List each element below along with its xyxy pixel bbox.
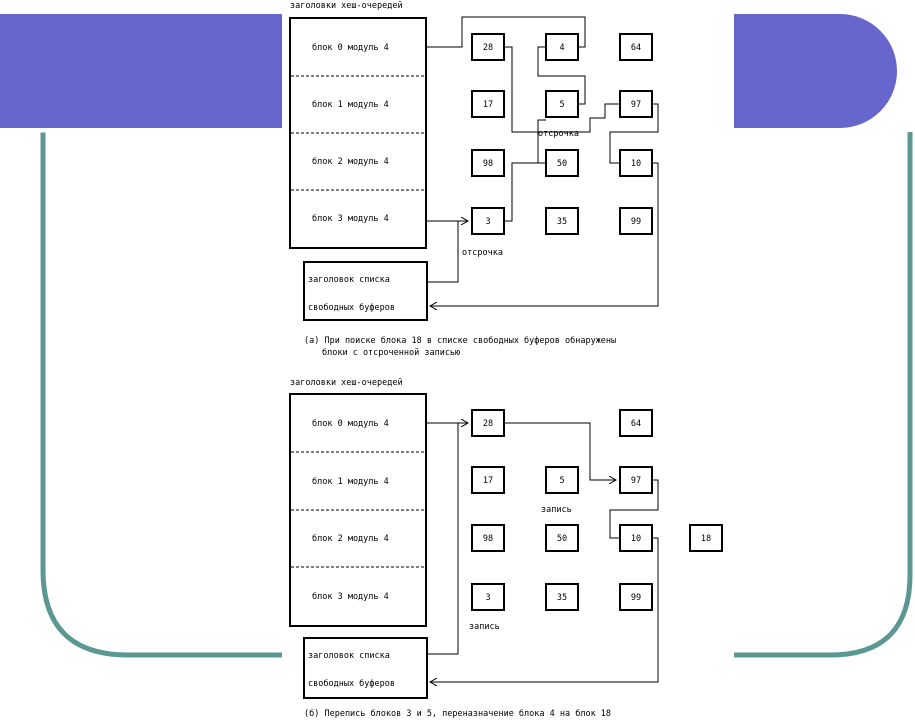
fig-b-block-64: 64 [619,409,653,437]
fig-b-block-98: 98 [471,524,505,552]
svg-text:17: 17 [483,476,493,486]
fig-a-block-17: 17 [471,90,505,118]
fig-b-block-5: 5 [545,466,579,494]
fig-a-free-list-line2: свободных буферов [308,302,395,313]
svg-text:99: 99 [631,593,641,603]
fig-a-block-50: 50 [545,149,579,177]
fig-b-block-3: 3 [471,583,505,611]
svg-text:98: 98 [483,159,493,169]
fig-b-block-97: 97 [619,466,653,494]
fig-a-queue-3: блок 3 модуль 4 [312,213,389,224]
fig-b-free-list-header [303,637,428,699]
fig-b-links [426,423,659,682]
svg-text:5: 5 [559,100,564,110]
svg-text:28: 28 [483,419,493,429]
fig-a-queue-2: блок 2 модуль 4 [312,156,389,167]
svg-text:28: 28 [483,43,493,53]
svg-text:10: 10 [631,534,641,544]
fig-a-dot: : [732,1,734,11]
svg-text:3: 3 [485,593,490,603]
svg-text:17: 17 [483,100,493,110]
fig-b-block-18: 18 [689,524,723,552]
fig-b-block-17: 17 [471,466,505,494]
fig-a-block-28: 28 [471,33,505,61]
fig-a-block-98: 98 [471,149,505,177]
svg-text:97: 97 [631,476,641,486]
svg-text:64: 64 [631,419,641,429]
fig-a-caption-line2: блоки с отсроченной записью [322,347,460,358]
diagram-canvas: заголовки хеш-очередей : блок 0 модуль 4… [289,1,734,719]
svg-text:35: 35 [557,593,567,603]
fig-a-links [426,16,659,306]
fig-a-queue-0: блок 0 модуль 4 [312,42,389,53]
fig-a-block-64: 64 [619,33,653,61]
svg-text:64: 64 [631,43,641,53]
fig-b-queue-2: блок 2 модуль 4 [312,533,389,544]
fig-b-dot: : [732,378,734,388]
fig-a-heading: заголовки хеш-очередей [290,1,403,11]
fig-a-free-list-header [303,261,428,321]
fig-b-label-write-upper: запись [541,505,572,515]
fig-b-block-99: 99 [619,583,653,611]
fig-a-queue-1: блок 1 модуль 4 [312,99,389,110]
fig-a-label-deferred-lower: отсрочка [462,248,503,258]
fig-a-block-99: 99 [619,207,653,235]
svg-text:97: 97 [631,100,641,110]
fig-a-block-3: 3 [471,207,505,235]
svg-text:98: 98 [483,534,493,544]
svg-text:35: 35 [557,217,567,227]
svg-text:50: 50 [557,159,567,169]
fig-a-free-list-line1: заголовок списка [308,275,390,285]
fig-b-label-write-lower: запись [469,622,500,632]
fig-b-block-35: 35 [545,583,579,611]
fig-a-label-deferred-upper: отсрочка [538,129,579,139]
fig-a-block-5: 5 [545,90,579,118]
fig-a-block-4: 4 [545,33,579,61]
fig-b-queue-0: блок 0 модуль 4 [312,418,389,429]
buffer-cache-diagram: заголовки хеш-очередей : блок 0 модуль 4… [282,0,734,720]
svg-text:50: 50 [557,534,567,544]
svg-text:99: 99 [631,217,641,227]
fig-b-free-list-line2: свободных буферов [308,678,395,689]
svg-text:18: 18 [701,534,711,544]
fig-b-block-10: 10 [619,524,653,552]
fig-b-block-28: 28 [471,409,505,437]
fig-a-block-97: 97 [619,90,653,118]
svg-text:3: 3 [485,217,490,227]
fig-b-free-list-line1: заголовок списка [308,651,390,661]
fig-b-block-50: 50 [545,524,579,552]
fig-b-caption: (б) Перепись блоков 3 и 5, переназначени… [304,708,611,719]
svg-text:4: 4 [559,43,564,53]
fig-a-caption-line1: (а) При поиске блока 18 в списке свободн… [304,335,616,346]
svg-text:5: 5 [559,476,564,486]
fig-b-queue-1: блок 1 модуль 4 [312,476,389,487]
fig-a-block-35: 35 [545,207,579,235]
svg-text:10: 10 [631,159,641,169]
fig-a-block-10: 10 [619,149,653,177]
fig-b-heading: заголовки хеш-очередей [290,378,403,388]
fig-b-queue-3: блок 3 модуль 4 [312,591,389,602]
